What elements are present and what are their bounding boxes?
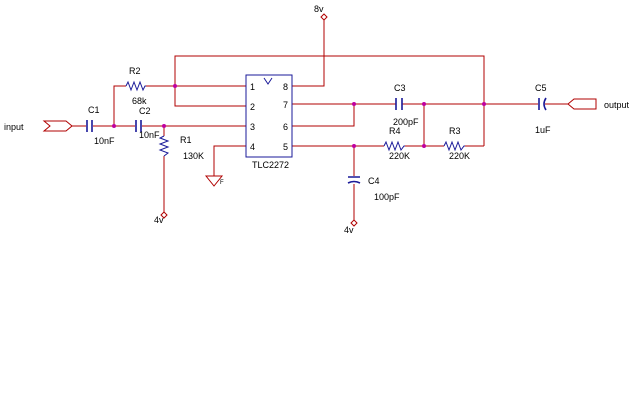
r1-value: 130K bbox=[183, 151, 204, 161]
svg-text:F: F bbox=[220, 180, 224, 186]
capacitor-c5[interactable]: C5 1uF bbox=[535, 83, 551, 135]
ic-tlc2272[interactable]: 1 2 3 4 5 6 7 8 TLC2272 bbox=[245, 74, 293, 170]
power-terminals: 8v 4v 4v bbox=[154, 4, 358, 235]
junction-dot bbox=[482, 102, 486, 106]
ic-pin-8: 8 bbox=[283, 82, 288, 92]
output-label: output bbox=[604, 100, 630, 110]
ic-pin-7: 7 bbox=[283, 100, 288, 110]
input-label: input bbox=[4, 122, 24, 132]
r4-ref: R4 bbox=[389, 126, 401, 136]
c2-ref: C2 bbox=[139, 106, 151, 116]
r2-value: 68k bbox=[132, 96, 147, 106]
ic-pin-2: 2 bbox=[250, 102, 255, 112]
resistor-r3[interactable]: R3 220K bbox=[443, 126, 470, 161]
ground-symbol: F bbox=[204, 175, 224, 187]
supply-8v-label: 8v bbox=[314, 4, 324, 14]
bias-4v-label-c4: 4v bbox=[344, 225, 354, 235]
ic-pin-5: 5 bbox=[283, 142, 288, 152]
c2-value: 10nF bbox=[139, 130, 160, 140]
wires bbox=[72, 20, 568, 220]
junction-dot bbox=[422, 102, 426, 106]
resistor-r4[interactable]: R4 220K bbox=[383, 126, 410, 161]
bias-4v-terminal-c4 bbox=[350, 219, 358, 227]
c5-ref: C5 bbox=[535, 83, 547, 93]
capacitor-c1[interactable]: C1 10nF bbox=[86, 105, 115, 146]
ic-pin-3: 3 bbox=[250, 122, 255, 132]
ic-pin-4: 4 bbox=[250, 142, 255, 152]
c1-value: 10nF bbox=[94, 136, 115, 146]
r3-value: 220K bbox=[449, 151, 470, 161]
junction-dot bbox=[173, 84, 177, 88]
c3-value: 200pF bbox=[393, 117, 419, 127]
junction-dot bbox=[112, 124, 116, 128]
c3-ref: C3 bbox=[394, 83, 406, 93]
supply-8v-terminal bbox=[320, 13, 328, 21]
c1-ref: C1 bbox=[88, 105, 100, 115]
junction-dot bbox=[162, 124, 166, 128]
r2-ref: R2 bbox=[129, 66, 141, 76]
junction-dot bbox=[422, 144, 426, 148]
r3-ref: R3 bbox=[449, 126, 461, 136]
bias-4v-terminal-r1 bbox=[160, 211, 168, 219]
c5-value: 1uF bbox=[535, 125, 551, 135]
capacitor-c2[interactable]: C2 10nF bbox=[135, 106, 160, 140]
bias-4v-label-r1: 4v bbox=[154, 215, 164, 225]
resistor-r1[interactable]: R1 130K bbox=[158, 135, 204, 161]
c4-ref: C4 bbox=[368, 176, 380, 186]
resistor-r2[interactable]: R2 68k bbox=[125, 66, 147, 106]
r1-ref: R1 bbox=[180, 135, 192, 145]
ic-notch-icon bbox=[263, 77, 273, 85]
junction-dot bbox=[352, 144, 356, 148]
ic-body bbox=[245, 74, 293, 158]
capacitor-c4[interactable]: C4 100pF bbox=[347, 176, 400, 202]
junction-dot bbox=[352, 102, 356, 106]
ic-pin-6: 6 bbox=[283, 122, 288, 132]
input-port[interactable]: input bbox=[4, 120, 73, 132]
r4-value: 220K bbox=[389, 151, 410, 161]
ic-pin-1: 1 bbox=[250, 82, 255, 92]
capacitor-c3[interactable]: C3 200pF bbox=[393, 83, 419, 127]
ic-name-label: TLC2272 bbox=[252, 160, 289, 170]
output-port[interactable]: output bbox=[567, 98, 630, 110]
c4-value: 100pF bbox=[374, 192, 400, 202]
junctions bbox=[112, 84, 486, 148]
